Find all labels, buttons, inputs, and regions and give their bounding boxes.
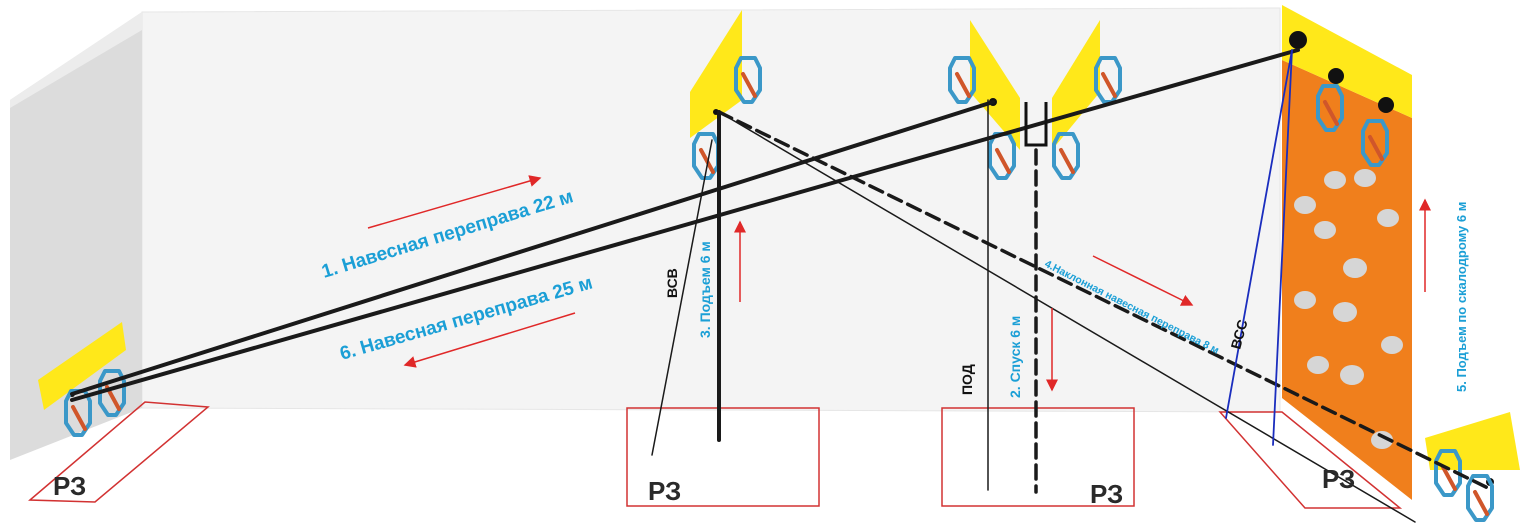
zone-label-right-mid: РЗ (1090, 479, 1123, 509)
safety-zone-right-mid (941, 407, 1135, 507)
label-descent-2: 2. Спуск 6 м (1007, 316, 1023, 398)
climbing-hold-icon (1343, 258, 1367, 278)
label-rope-vss: ВСС (1227, 318, 1250, 351)
label-rope-pod: ПОД (959, 364, 975, 395)
anchor-plate-icon (38, 322, 126, 410)
climbing-hold-icon (1314, 221, 1336, 239)
rope-diagonal-thin (718, 111, 1416, 523)
direction-arrow-icons (367, 175, 1431, 392)
climbing-hold-icon (1324, 171, 1346, 189)
label-rope-vsv: ВСВ (664, 268, 680, 298)
label-ascent-3: 3. Подъем 6 м (697, 241, 713, 338)
descent-bracket (1024, 102, 1048, 147)
rope-traverse-6 (70, 48, 1300, 402)
anchor-plate-icons (38, 10, 1520, 470)
climbing-hold-icon (1333, 302, 1357, 322)
rope-inclined-4 (717, 110, 1490, 490)
safety-zone-center (626, 407, 820, 507)
zone-label-center: РЗ (648, 476, 681, 506)
climbing-hold-icon (1294, 291, 1316, 309)
zone-label-right: РЗ (1322, 464, 1355, 494)
climbing-hold-icon (1354, 169, 1376, 187)
climbing-hold-icon (1377, 209, 1399, 227)
anchor-plate-icon (690, 10, 742, 138)
climbing-hold-icon (1371, 431, 1393, 449)
direction-arrow-icon (403, 312, 576, 368)
anchor-plate-icon (970, 20, 1020, 150)
climbing-hold-icon (1307, 356, 1329, 374)
climbing-hold-icon (1381, 336, 1403, 354)
climbing-wall-panel (1282, 60, 1412, 500)
label-climbwall-5: 5. Подъем по скалодрому 6 м (1454, 202, 1469, 392)
direction-arrow-icon (1092, 255, 1194, 306)
left-wall-top (10, 12, 142, 108)
safety-zone-left (28, 401, 210, 503)
rope-vss-1 (1225, 49, 1293, 419)
direction-arrow-icon (367, 175, 542, 229)
climbing-hold-icon (1340, 365, 1364, 385)
anchor-plate-icon (1425, 412, 1520, 470)
rope-traverse-1 (70, 100, 995, 396)
rope-vss-2 (1272, 49, 1293, 446)
zone-label-left: РЗ (53, 471, 86, 501)
rope-vsv (651, 139, 713, 456)
safety-zone-right (1218, 411, 1403, 509)
climbing-wall-top-plate (1282, 5, 1412, 118)
climbing-hold-icon (1294, 196, 1316, 214)
ropes (70, 48, 1490, 523)
climbing-hold-icons (1294, 169, 1403, 449)
